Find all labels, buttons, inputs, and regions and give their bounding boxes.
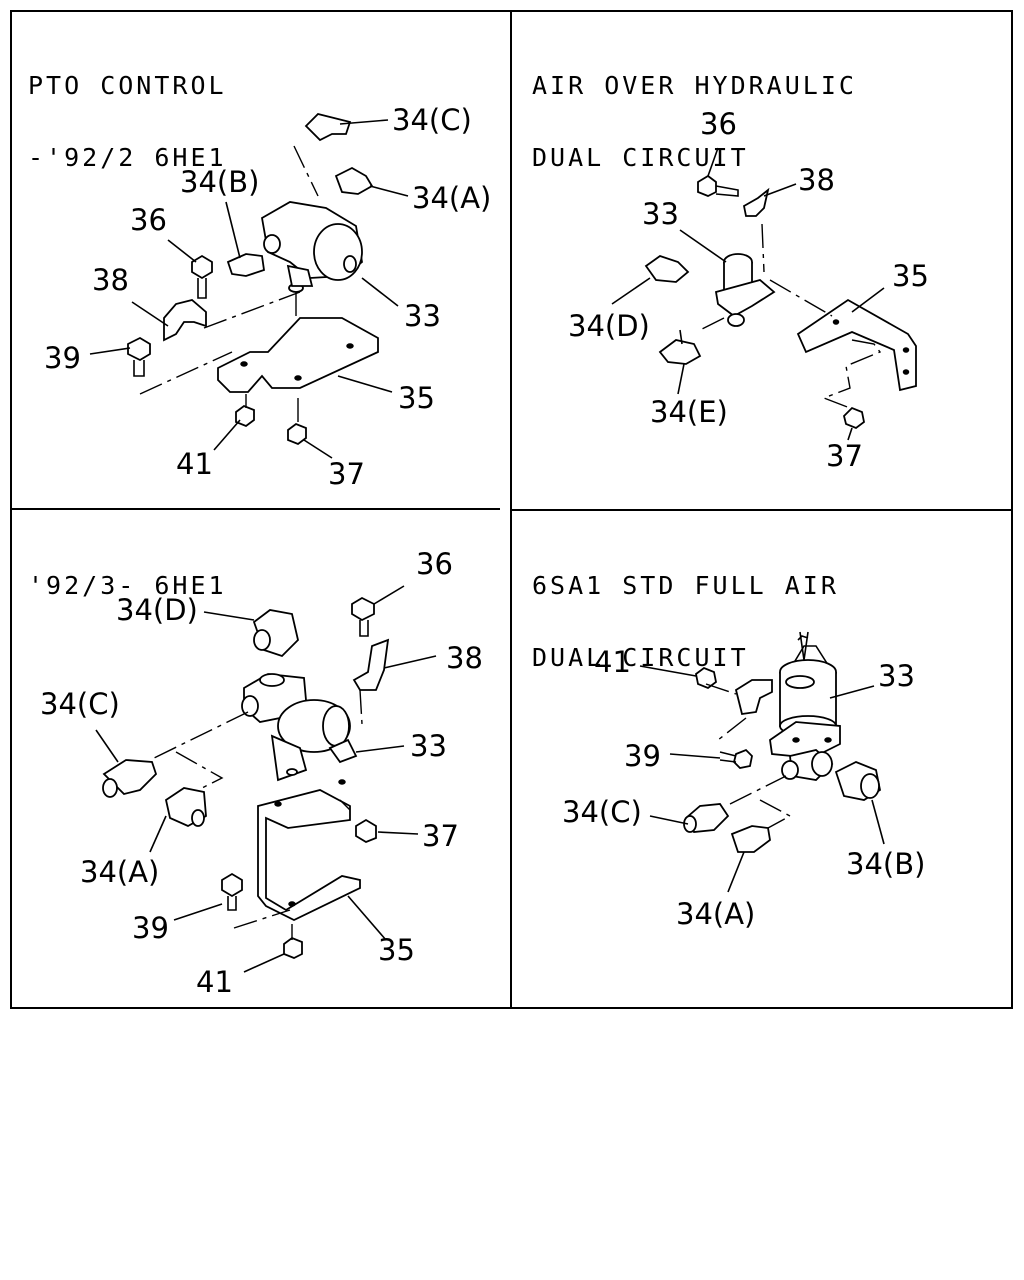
callout-34e-p2: 34(E) [650, 395, 728, 429]
nut-41 [235, 404, 255, 428]
panel-4-parts: 41 33 39 34(C) 34(B) 34(A) [562, 631, 925, 931]
nut-37 [287, 422, 307, 446]
fitting-34c [304, 113, 352, 142]
callout-38-p3: 38 [446, 641, 483, 675]
clamp-38 [163, 299, 207, 342]
panel-title-pto-control: PTO CONTROL -'92/2 6HE1 [28, 71, 227, 172]
callout-39-p4: 39 [624, 739, 661, 773]
bracket-35-p2 [796, 298, 917, 392]
panel-title-92-3-6he1: '92/3- 6HE1 [28, 571, 227, 600]
callout-34d-p2: 34(D) [568, 309, 650, 343]
callout-41: 41 [176, 447, 213, 481]
fitting-34b [226, 253, 265, 277]
callout-34d-p3: 34(D) [116, 593, 198, 627]
callout-36-p3: 36 [416, 547, 453, 581]
callout-39-p3: 39 [132, 911, 169, 945]
bolt-36-p2 [697, 174, 717, 197]
callout-34a-p3: 34(A) [80, 855, 159, 889]
callout-33-p4: 33 [878, 659, 915, 693]
fitting-34e-p2 [658, 339, 702, 365]
callout-34b-p4: 34(B) [846, 847, 925, 881]
clip-38-p3 [352, 638, 390, 691]
panel-divider-right [512, 509, 1013, 511]
panel-title-6sa1-full-air: 6SA1 STD FULL AIR DUAL CIRCUIT [532, 571, 839, 672]
callout-38: 38 [92, 263, 129, 297]
callout-34b: 34(B) [180, 165, 259, 199]
clip-38-p2 [742, 187, 770, 217]
bolt-36-p3 [351, 596, 375, 622]
callout-38-p2: 38 [798, 163, 835, 197]
callout-34a-p4: 34(A) [676, 897, 755, 931]
callout-33: 33 [404, 299, 441, 333]
callout-35-p2: 35 [892, 259, 929, 293]
fitting-34a [334, 166, 374, 195]
bolt-39 [127, 336, 151, 362]
panel-1-parts: 34(C) 34(B) 34(A) 36 38 33 39 35 41 37 [44, 103, 491, 491]
callout-35-p3: 35 [378, 933, 415, 967]
callout-36: 36 [130, 203, 167, 237]
callout-34c-p4: 34(C) [562, 795, 642, 829]
panel-3-parts: 36 34(D) 38 34(C) 33 37 34(A) 39 35 41 [40, 547, 483, 999]
callout-34a: 34(A) [412, 181, 491, 215]
callout-34c-p3: 34(C) [40, 687, 120, 721]
nut-41-p3 [283, 936, 303, 959]
callout-41-p3: 41 [196, 965, 233, 999]
callout-35: 35 [398, 381, 435, 415]
callout-37: 37 [328, 457, 365, 491]
panel-divider-vertical [510, 10, 512, 1009]
callout-41-p4: 41 [594, 645, 631, 679]
panel-divider-left [10, 508, 500, 510]
callout-34c: 34(C) [392, 103, 472, 137]
callout-37-p3: 37 [422, 819, 459, 853]
callout-33-p3: 33 [410, 729, 447, 763]
nut-37-p2 [843, 406, 865, 430]
fitting-34d-p2 [644, 255, 690, 283]
nut-41-p4 [695, 666, 717, 690]
fitting-34a-p4 [730, 825, 771, 853]
bolt-39-p4 [733, 748, 753, 769]
bolt-36 [191, 254, 213, 280]
callout-39: 39 [44, 341, 81, 375]
callout-33-p2: 33 [642, 197, 679, 231]
nut-37-p3 [355, 818, 377, 844]
callout-36-p2: 36 [700, 107, 737, 141]
panel-title-air-over-hydraulic: AIR OVER HYDRAULIC DUAL CIRCUIT [532, 71, 857, 172]
bolt-39-p3 [221, 872, 243, 898]
bracket-35-p3 [257, 789, 361, 922]
panel-2-parts: 36 38 33 35 34(D) 34(E) 37 [568, 107, 929, 473]
callout-37-p2: 37 [826, 439, 863, 473]
bracket-35 [217, 317, 379, 393]
